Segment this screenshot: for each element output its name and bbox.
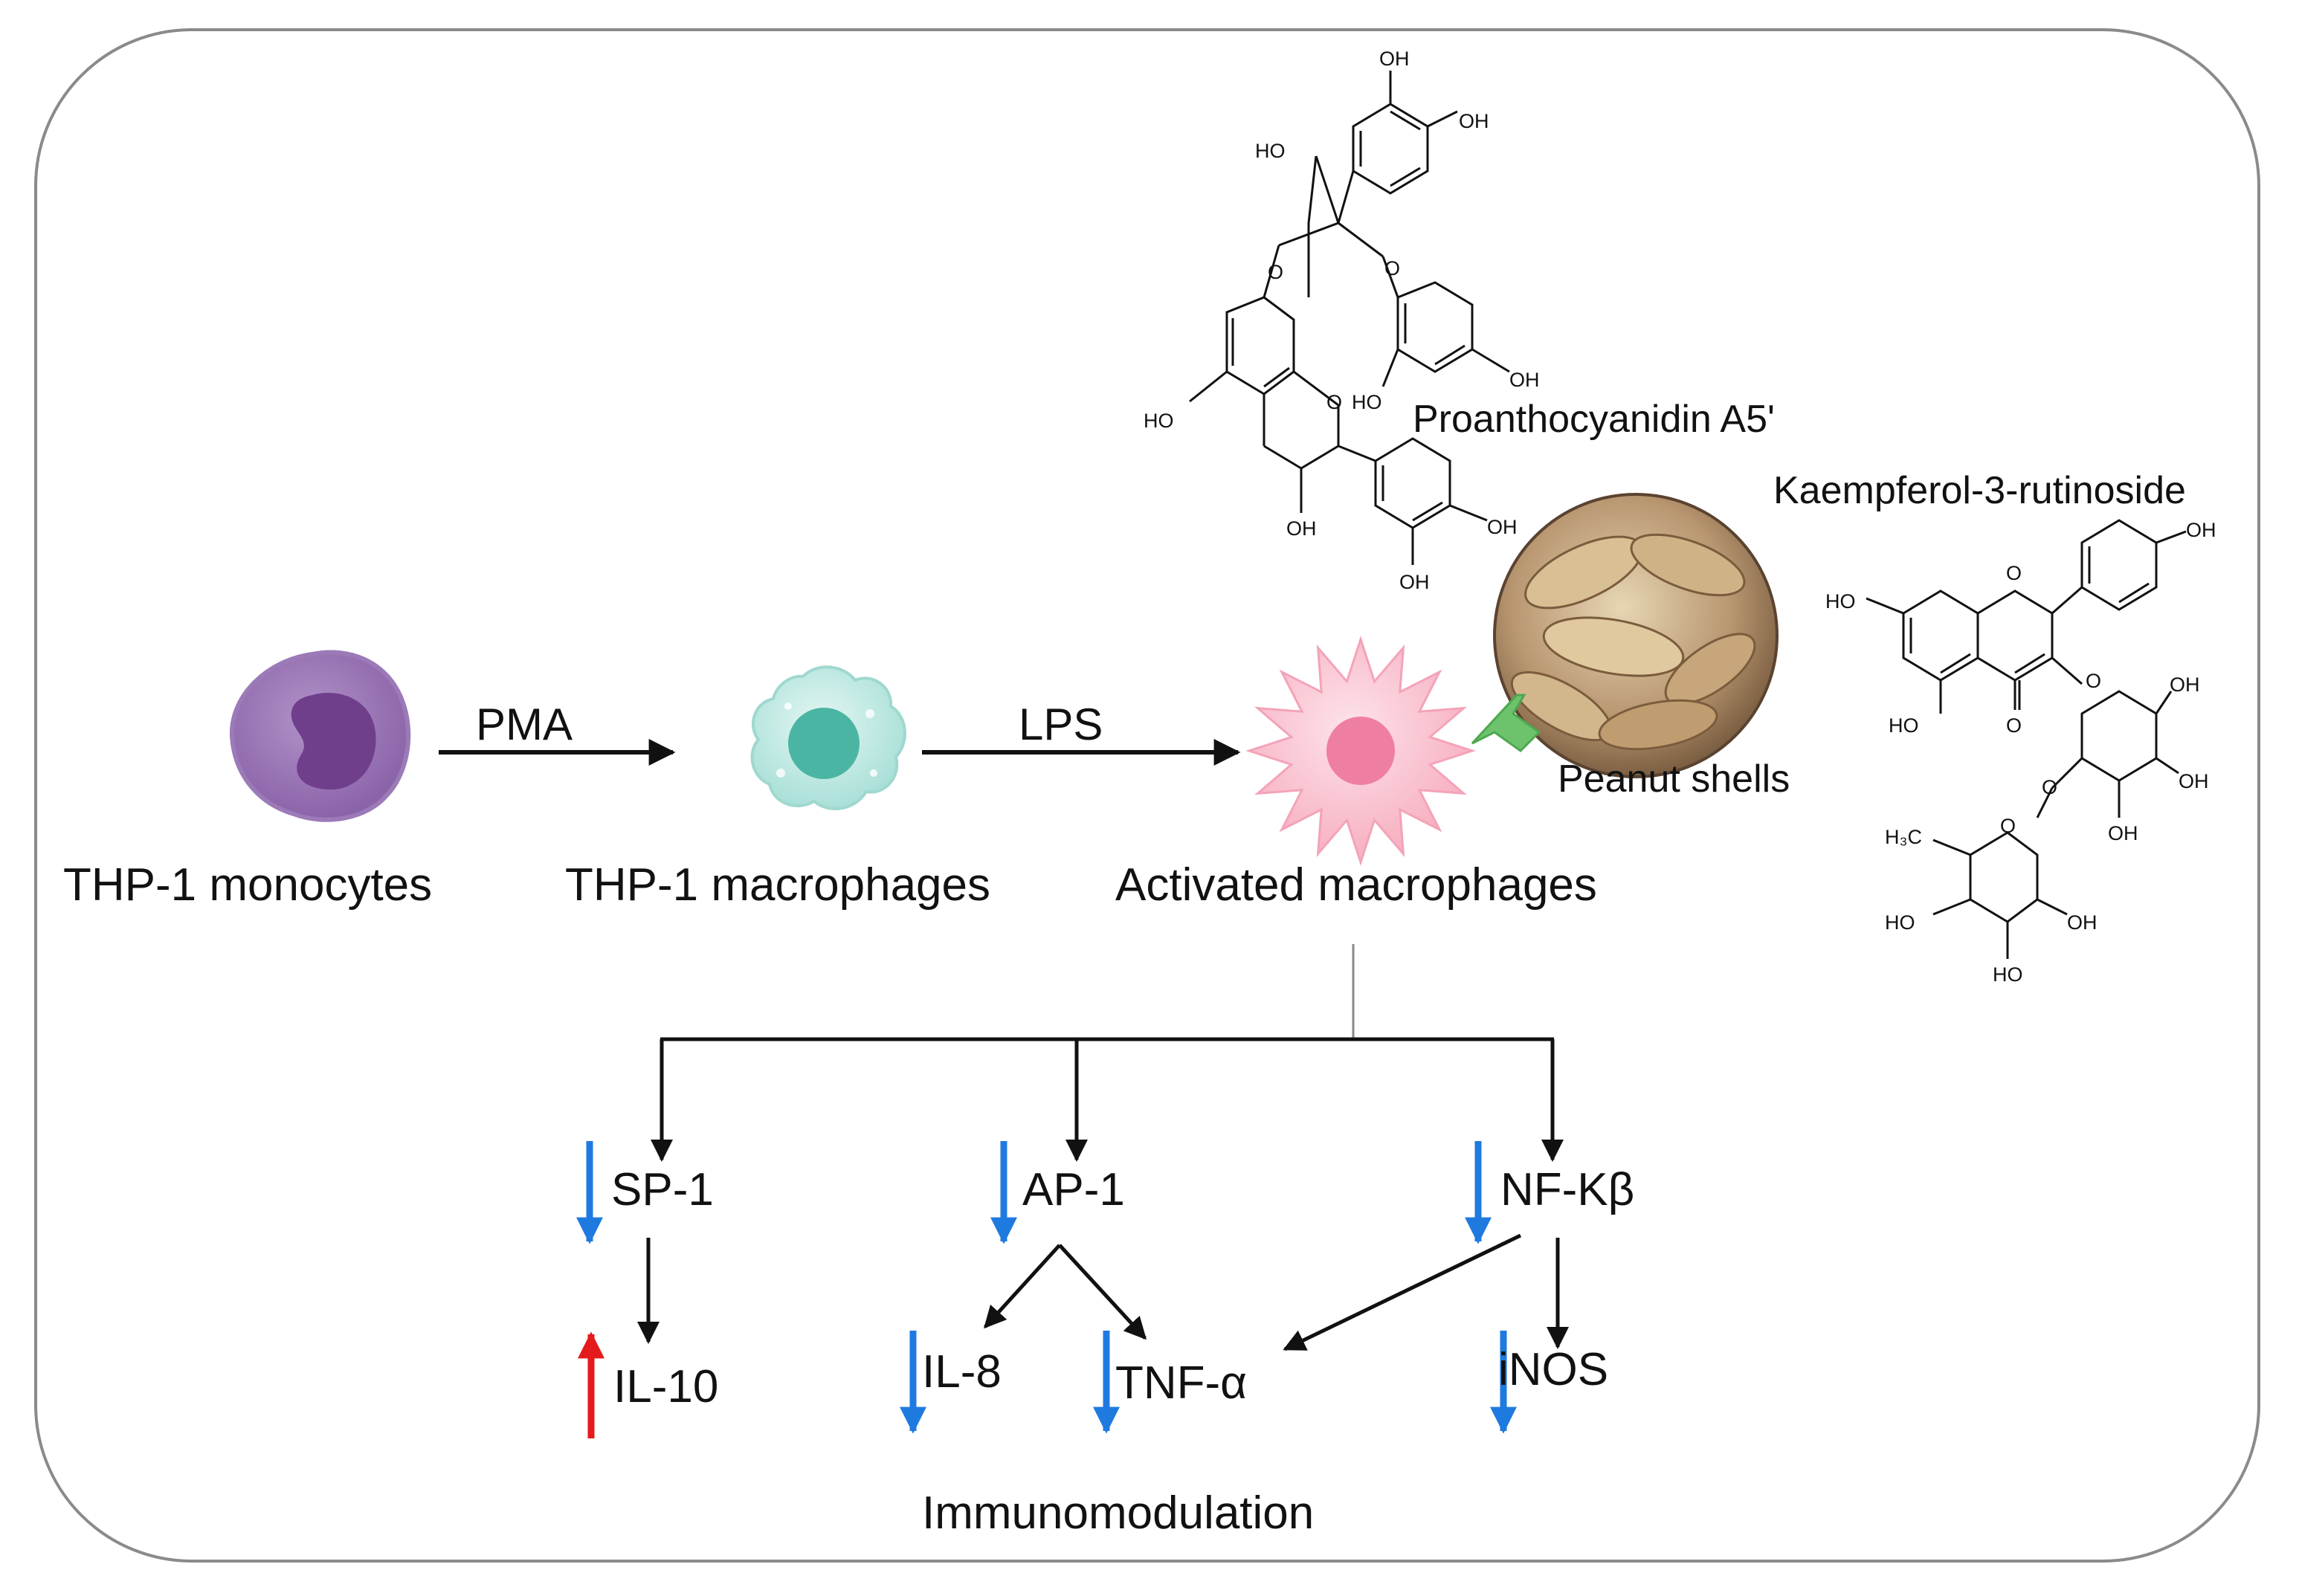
atom-label-oh: OH xyxy=(2186,519,2216,541)
atom-label-ho: HO xyxy=(1255,140,1286,162)
atom-label-ho: HO xyxy=(1889,714,1919,737)
peanut-shells-image xyxy=(1493,493,1779,778)
activated-macrophage-icon xyxy=(1245,636,1476,866)
nfkb-to-tnf-arrow xyxy=(1283,1233,1522,1351)
atom-label-oh: OH xyxy=(2067,911,2098,934)
atom-label-ho: HO xyxy=(1825,590,1856,613)
diagram-frame xyxy=(34,28,2260,1563)
atom-label-oh: OH xyxy=(1286,517,1317,540)
atom-label-oh: OH xyxy=(2179,770,2209,792)
inos-label: iNOS xyxy=(1498,1344,1609,1395)
il8-label: IL-8 xyxy=(922,1346,1002,1398)
macrophage-label: THP-1 macrophages xyxy=(565,859,991,911)
atom-label-ho: HO xyxy=(1993,963,2023,986)
atom-label-ch3: H₃C xyxy=(1885,826,1922,848)
atom-label-o: O xyxy=(1384,257,1400,280)
atom-label-ho: HO xyxy=(1352,391,1382,413)
atom-label-o: O xyxy=(2000,815,2016,837)
atom-label-o: O xyxy=(1268,261,1283,283)
proanthocyanidin-structure xyxy=(1189,71,1510,565)
ap1-to-il8-arrow xyxy=(983,1244,1061,1329)
atom-label-o: O xyxy=(2006,714,2022,737)
kaempferol-label: Kaempferol-3-rutinoside xyxy=(1773,469,2186,512)
ap1-label: AP-1 xyxy=(1022,1164,1125,1215)
ap1-to-tnf-arrow xyxy=(1058,1244,1147,1340)
activated-macrophage-label: Activated macrophages xyxy=(1115,859,1597,911)
atom-label-oh: OH xyxy=(1509,369,1540,391)
macrophage-cell-icon xyxy=(750,665,906,810)
peanut-shells-label: Peanut shells xyxy=(1558,757,1790,801)
tnf-label: TNF-α xyxy=(1115,1357,1248,1409)
atom-label-o: O xyxy=(2042,776,2057,798)
atom-label-oh: OH xyxy=(1459,110,1489,132)
il10-label: IL-10 xyxy=(613,1361,719,1412)
atom-label-oh: OH xyxy=(2170,673,2200,696)
sp1-label: SP-1 xyxy=(611,1164,714,1215)
proanthocyanidin-label: Proanthocyanidin A5' xyxy=(1413,398,1775,441)
proanthocyanidin-atom-labels: OH OH HO O O HO O OH OH OH OH HO xyxy=(1144,48,1540,593)
kaempferol-atom-labels: HO OH HO O O O OH OH OH O H₃C HO OH HO O xyxy=(1825,519,2216,986)
atom-label-ho: HO xyxy=(1144,410,1174,432)
monocyte-cell-icon xyxy=(229,650,411,822)
atom-label-o: O xyxy=(2006,562,2022,584)
immunomodulation-label: Immunomodulation xyxy=(922,1487,1315,1539)
atom-label-oh: OH xyxy=(2108,822,2138,844)
atom-label-oh: OH xyxy=(1399,571,1430,593)
green-arrow-icon xyxy=(1471,694,1541,752)
atom-label-o: O xyxy=(1326,391,1342,413)
atom-label-o: O xyxy=(2086,670,2101,692)
kaempferol-structure xyxy=(1866,519,2187,959)
monocyte-label: THP-1 monocytes xyxy=(63,859,433,911)
atom-label-oh: OH xyxy=(1379,48,1410,70)
nfkb-label: NF-Kβ xyxy=(1500,1164,1635,1215)
atom-label-oh: OH xyxy=(1487,516,1518,538)
treatment-pma-label: PMA xyxy=(476,700,573,749)
atom-label-ho: HO xyxy=(1885,911,1915,934)
treatment-lps-label: LPS xyxy=(1019,700,1103,749)
